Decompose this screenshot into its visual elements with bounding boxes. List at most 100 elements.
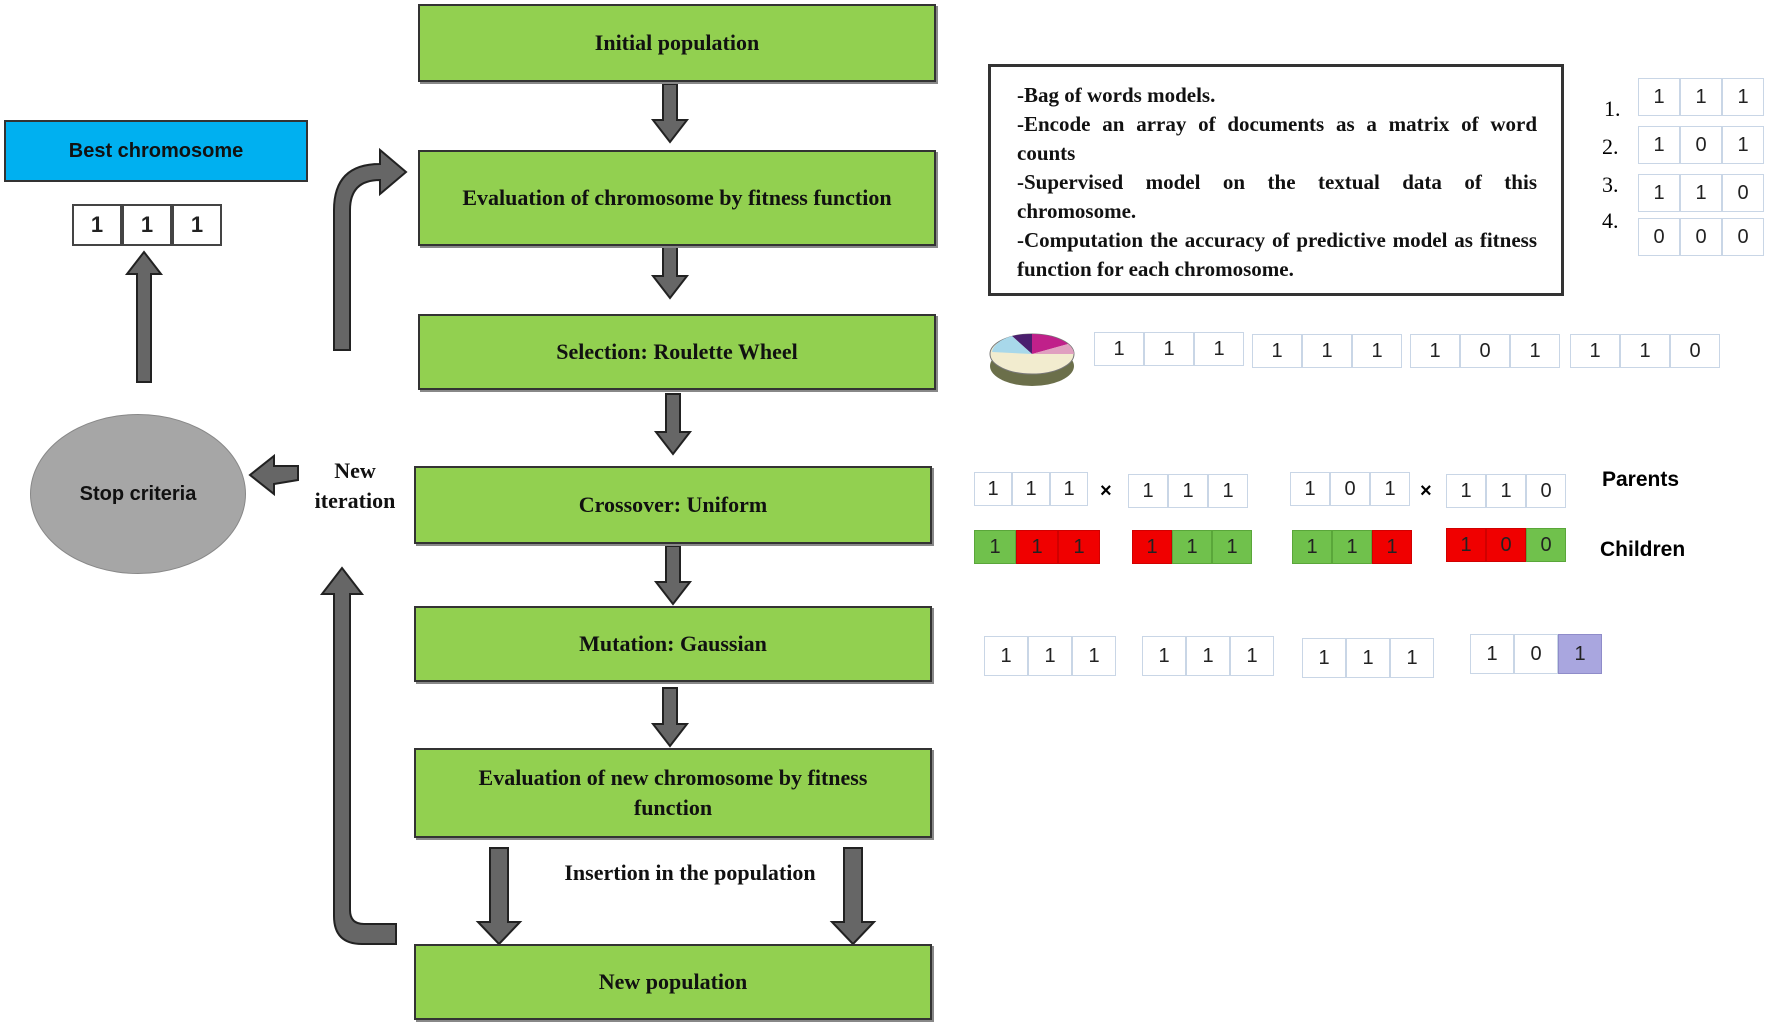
insertion-arrow-right <box>829 847 877 946</box>
population-row: 1 1 1 <box>1638 78 1764 116</box>
parent-bit: 1 <box>1290 472 1330 506</box>
child-bit: 0 <box>1486 528 1526 562</box>
best-bit: 1 <box>172 204 222 246</box>
mutated-bit: 1 <box>1346 638 1390 678</box>
mutated-bit: 1 <box>1390 638 1434 678</box>
down-arrow-5 <box>650 687 690 748</box>
parent-bit: 1 <box>1012 472 1050 506</box>
mutated-bit: 1 <box>1072 636 1116 676</box>
population-bit: 1 <box>1680 174 1722 212</box>
new-iteration-label: New iteration <box>314 458 396 513</box>
children-label: Children <box>1600 538 1686 561</box>
step-crossover: Crossover: Uniform <box>414 466 932 544</box>
parent-bit: 1 <box>1050 472 1088 506</box>
return-arrow <box>319 566 397 945</box>
population-bit: 1 <box>1638 174 1680 212</box>
best-bit: 1 <box>122 204 172 246</box>
selected-bit: 1 <box>1194 332 1244 366</box>
mutated-bit: 0 <box>1514 634 1558 674</box>
mutated-chromosome: 1 0 1 <box>1470 634 1602 674</box>
insertion-label: Insertion in the population <box>564 860 816 885</box>
parent-bit: 1 <box>1208 474 1248 508</box>
parent-bit: 1 <box>1128 474 1168 508</box>
parent-bit: 1 <box>1486 474 1526 508</box>
selected-bit: 1 <box>1352 334 1402 368</box>
selected-bit: 1 <box>1570 334 1620 368</box>
population-row: 1 1 0 <box>1638 174 1764 212</box>
population-bit: 1 <box>1638 126 1680 164</box>
mutated-bit: 1 <box>1230 636 1274 676</box>
selected-bit: 1 <box>1620 334 1670 368</box>
roulette-wheel-icon <box>989 333 1075 386</box>
selected-bit: 1 <box>1510 334 1560 368</box>
step-new-population: New population <box>414 944 932 1020</box>
description-line: -Encode an array of documents as a matri… <box>1017 112 1537 165</box>
child-bit: 1 <box>1332 530 1372 564</box>
selected-bit: 0 <box>1670 334 1720 368</box>
selected-chromosome: 1 1 0 <box>1570 334 1720 368</box>
best-chromosome-label: Best chromosome <box>4 120 308 182</box>
parents-label: Parents <box>1602 468 1680 491</box>
child-chromosome: 1 1 1 <box>1132 530 1252 564</box>
population-bit: 1 <box>1722 78 1764 116</box>
child-bit: 1 <box>1058 530 1100 564</box>
population-bit: 1 <box>1722 126 1764 164</box>
mutated-bit: 1 <box>1186 636 1230 676</box>
selected-bit: 1 <box>1302 334 1352 368</box>
mutated-bit: 1 <box>1558 634 1602 674</box>
left-arrow-stop <box>248 453 299 497</box>
parent-bit: 1 <box>1370 472 1410 506</box>
best-chromosome-bits: 1 1 1 <box>72 204 222 246</box>
selected-bit: 1 <box>1094 332 1144 366</box>
child-bit: 1 <box>974 530 1016 564</box>
population-bit: 0 <box>1680 218 1722 256</box>
child-bit: 1 <box>1446 528 1486 562</box>
population-label: 1. <box>1604 96 1621 121</box>
population-row: 1 0 1 <box>1638 126 1764 164</box>
down-arrow-3 <box>653 393 693 456</box>
step-initial-population: Initial population <box>418 4 936 82</box>
mutated-bit: 1 <box>1142 636 1186 676</box>
parent-bit: 1 <box>1446 474 1486 508</box>
selected-chromosome: 1 1 1 <box>1252 334 1402 368</box>
step-evaluation: Evaluation of chromosome by fitness func… <box>418 150 936 246</box>
child-bit: 0 <box>1526 528 1566 562</box>
population-row: 0 0 0 <box>1638 218 1764 256</box>
child-chromosome: 1 1 1 <box>974 530 1100 564</box>
child-bit: 1 <box>1132 530 1172 564</box>
child-bit: 1 <box>1292 530 1332 564</box>
mutated-chromosome: 1 1 1 <box>1142 636 1274 676</box>
description-line: -Bag of words models. <box>1017 83 1216 107</box>
parent-bit: 1 <box>1168 474 1208 508</box>
mutated-bit: 1 <box>984 636 1028 676</box>
step-selection: Selection: Roulette Wheel <box>418 314 936 390</box>
mutated-bit: 1 <box>1302 638 1346 678</box>
up-arrow-best <box>124 250 164 383</box>
down-arrow-2 <box>650 237 690 300</box>
curved-arrow-evaluation <box>333 147 408 351</box>
parent-bit: 0 <box>1330 472 1370 506</box>
population-bit: 0 <box>1722 218 1764 256</box>
stop-criteria: Stop criteria <box>30 414 246 574</box>
parent-bit: 1 <box>974 472 1012 506</box>
best-bit: 1 <box>72 204 122 246</box>
mutated-chromosome: 1 1 1 <box>984 636 1116 676</box>
selected-bit: 1 <box>1410 334 1460 368</box>
child-bit: 1 <box>1172 530 1212 564</box>
parent-chromosome: 1 1 1 <box>1128 474 1248 508</box>
selected-chromosome: 1 0 1 <box>1410 334 1560 368</box>
mutated-bit: 1 <box>1470 634 1514 674</box>
child-chromosome: 1 1 1 <box>1292 530 1412 564</box>
child-chromosome: 1 0 0 <box>1446 528 1566 562</box>
down-arrow-1 <box>650 83 690 144</box>
down-arrow-4 <box>653 545 693 606</box>
selected-chromosome: 1 1 1 <box>1094 332 1244 366</box>
selected-bit: 1 <box>1252 334 1302 368</box>
mutated-chromosome: 1 1 1 <box>1302 638 1434 678</box>
population-bit: 0 <box>1722 174 1764 212</box>
mutated-bit: 1 <box>1028 636 1072 676</box>
child-bit: 1 <box>1016 530 1058 564</box>
population-bit: 0 <box>1638 218 1680 256</box>
population-label: 3. <box>1602 172 1619 197</box>
